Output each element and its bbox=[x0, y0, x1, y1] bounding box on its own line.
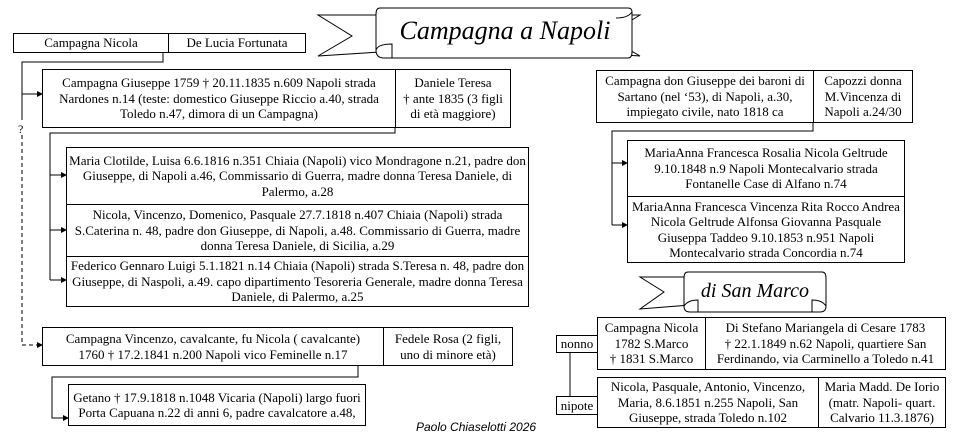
child-mariaanna-1853: MariaAnna Francesca Vincenza Rita Rocco … bbox=[627, 196, 905, 263]
person-campagna-don-giuseppe: Campagna don Giuseppe dei baroni di Sart… bbox=[596, 70, 814, 123]
uncertain-mark: ? bbox=[18, 122, 24, 136]
person-de-iorio-maria: Maria Madd. De Iorio (matr. Napoli- quar… bbox=[818, 377, 946, 428]
person-nonno-nicola: Campagna Nicola 1782 S.Marco † 1831 S.Ma… bbox=[597, 317, 706, 370]
person-fedele-rosa: Fedele Rosa (2 figli, uno di minore età) bbox=[383, 327, 513, 366]
page-title: Campagna a Napoli bbox=[399, 16, 611, 45]
person-di-stefano-mariangela: Di Stefano Mariangela di Cesare 1783 † 2… bbox=[705, 317, 946, 370]
label-nipote: nipote bbox=[556, 396, 598, 415]
person-daniele-teresa: Daniele Teresa † ante 1835 (3 figli di e… bbox=[395, 69, 511, 128]
signature: Paolo Chiaselotti 2026 bbox=[416, 420, 537, 434]
person-campagna-vincenzo: Campagna Vincenzo, cavalcante, fu Nicola… bbox=[42, 327, 384, 366]
label-nonno: nonno bbox=[556, 335, 598, 353]
title-banner bbox=[316, 7, 642, 59]
child-mariaanna-1848: MariaAnna Francesca Rosalia Nicola Geltr… bbox=[627, 140, 905, 197]
person-de-lucia-fortunata: De Lucia Fortunata bbox=[168, 33, 306, 53]
person-campagna-nicola: Campagna Nicola bbox=[13, 33, 169, 53]
child-federico-gennaro: Federico Gennaro Luigi 5.1.1821 n.14 Chi… bbox=[66, 256, 529, 307]
child-nicola-vincenzo: Nicola, Vincenzo, Domenico, Pasquale 27.… bbox=[66, 204, 529, 257]
child-getano: Getano † 17.9.1818 n.1048 Vicaria (Napol… bbox=[68, 384, 366, 426]
subtitle: di San Marco bbox=[700, 280, 810, 302]
subtitle-banner bbox=[638, 271, 827, 313]
person-nipote-nicola: Nicola, Pasquale, Antonio, Vincenzo, Mar… bbox=[597, 377, 819, 428]
person-campagna-giuseppe: Campagna Giuseppe 1759 † 20.11.1835 n.60… bbox=[42, 69, 396, 128]
person-capozzi-vincenza: Capozzi donna M.Vincenza di Napoli a.24/… bbox=[813, 70, 913, 123]
child-maria-clotilde: Maria Clotilde, Luisa 6.6.1816 n.351 Chi… bbox=[66, 147, 529, 205]
